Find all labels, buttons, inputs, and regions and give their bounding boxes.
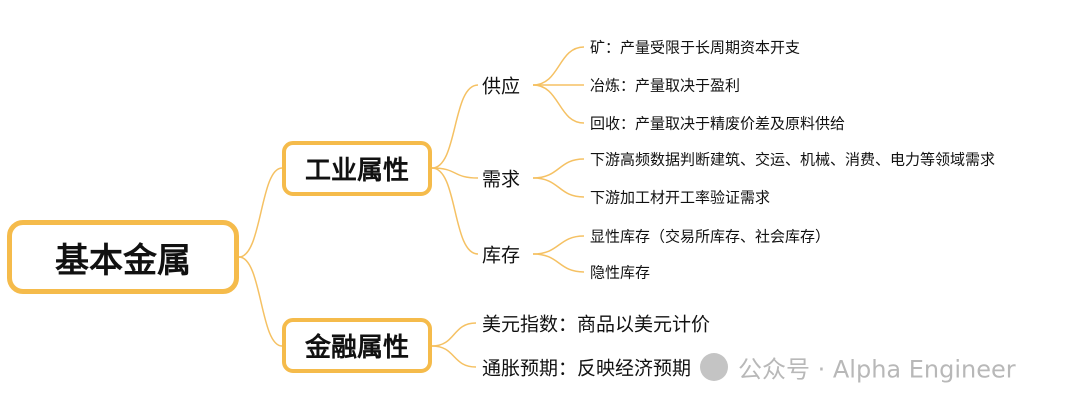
- leaf-demand-highfreq[interactable]: 下游高频数据判断建筑、交运、机械、消费、电力等领域需求: [590, 150, 996, 169]
- node-industrial[interactable]: 工业属性: [282, 141, 432, 196]
- node-inventory[interactable]: 库存: [482, 244, 521, 267]
- link-industrial-demand: [431, 167, 479, 179]
- leaf-supply-mine[interactable]: 矿：产量受限于长周期资本开支: [590, 38, 801, 57]
- link-financial-2: [431, 345, 477, 368]
- link-supply-1: [532, 46, 585, 86]
- link-demand-2: [532, 177, 585, 198]
- link-supply-3: [532, 84, 585, 124]
- link-financial-1: [431, 322, 477, 347]
- root-node[interactable]: 基本金属: [7, 220, 239, 294]
- link-inventory-2: [532, 253, 585, 273]
- leaf-inventory-hidden[interactable]: 隐性库存: [590, 263, 651, 282]
- node-financial[interactable]: 金融属性: [282, 318, 432, 373]
- leaf-inventory-visible[interactable]: 显性库存（交易所库存、社会库存）: [590, 227, 831, 246]
- link-root-industrial: [238, 167, 283, 258]
- node-industrial-label: 工业属性: [304, 156, 409, 186]
- node-supply[interactable]: 供应: [482, 75, 521, 98]
- link-inventory-1: [532, 235, 585, 255]
- leaf-supply-recycling[interactable]: 回收：产量取决于精废价差及原料供给: [590, 114, 846, 133]
- wechat-icon: [700, 353, 728, 381]
- node-demand[interactable]: 需求: [482, 168, 521, 191]
- link-demand-1: [532, 158, 585, 179]
- link-industrial-inventory: [431, 167, 479, 255]
- leaf-financial-inflation[interactable]: 通胀预期：反映经济预期: [482, 357, 692, 380]
- leaf-demand-operating-rate[interactable]: 下游加工材开工率验证需求: [590, 188, 771, 207]
- link-industrial-supply: [431, 84, 479, 169]
- leaf-supply-smelting[interactable]: 冶炼：产量取决于盈利: [590, 76, 741, 95]
- root-label: 基本金属: [55, 240, 191, 281]
- watermark: 公众号 · Alpha Engineer: [738, 355, 1016, 384]
- leaf-financial-usd-index[interactable]: 美元指数：商品以美元计价: [482, 313, 711, 336]
- node-financial-label: 金融属性: [304, 333, 409, 363]
- link-root-financial: [238, 256, 283, 347]
